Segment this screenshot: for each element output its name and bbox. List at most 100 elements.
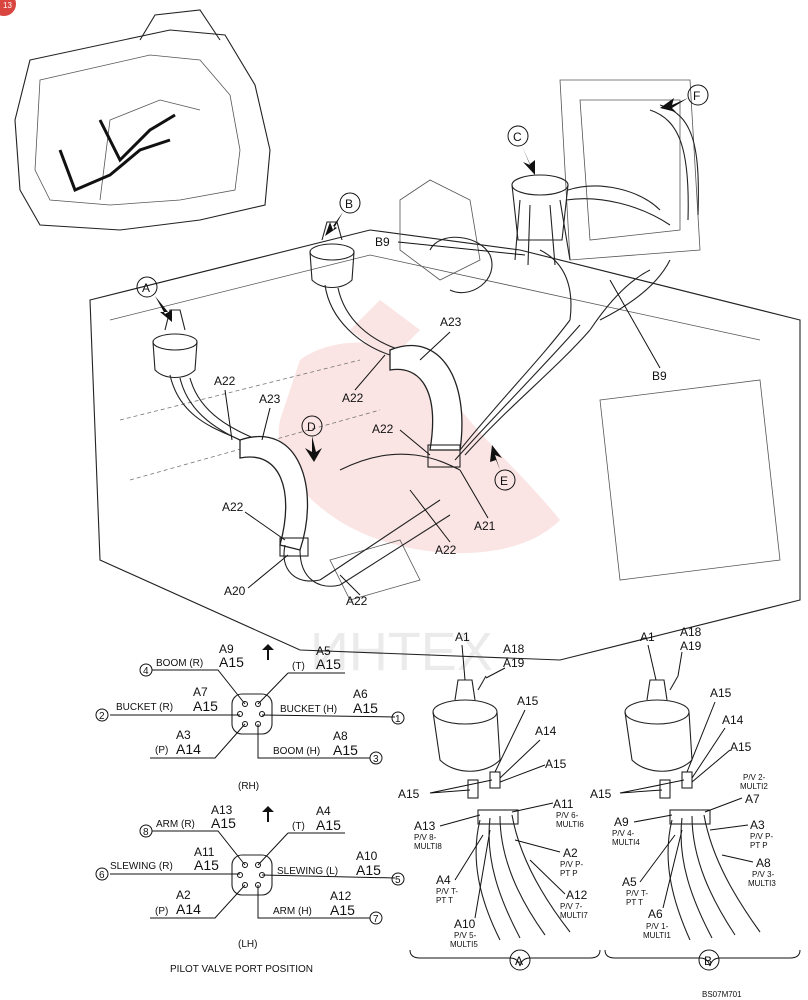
rh-port-code1-2: A7: [193, 685, 208, 699]
callout-f: F: [660, 84, 709, 112]
db-a15-1: A15: [710, 686, 732, 700]
lh-port-name-5: ARM (H): [273, 906, 312, 917]
pilot-valve-left: [152, 309, 259, 446]
db-a5-sub1: P/V T-: [626, 889, 648, 898]
lh-port-code1-3: A10: [356, 849, 378, 863]
label-b9-top: B9: [375, 235, 390, 249]
da-a13-sub2: MULTI8: [414, 842, 442, 851]
lh-port-name-2: SLEWING (R): [110, 861, 173, 872]
db-a9-sub1: P/V 4-: [612, 829, 635, 838]
rh-port-code2-1: A15: [316, 656, 341, 672]
db-a5: A5: [622, 875, 637, 889]
rh-port-name-4: (P): [155, 745, 168, 756]
control-manifold: [511, 174, 671, 266]
db-a6-sub2: MULTI1: [643, 931, 671, 940]
da-a18: A18: [503, 642, 525, 656]
da-a10-sub1: P/V 5-: [454, 931, 477, 940]
db-a9: A9: [614, 815, 629, 829]
da-a15-1: A15: [517, 694, 539, 708]
da-a13: A13: [414, 819, 436, 833]
lh-port-code1-4: A2: [176, 888, 191, 902]
lh-port-code1-1: A4: [316, 804, 331, 818]
lh-port-num-5: 7: [373, 914, 379, 925]
rh-port-code2-0: A15: [219, 654, 244, 670]
rh-port-code1-3: A6: [353, 687, 368, 701]
db-a5-sub2: PT T: [626, 898, 643, 907]
lh-port-code2-5: A15: [330, 902, 355, 918]
da-a11-sub2: MULTI6: [556, 820, 584, 829]
label-a22-6: A22: [435, 543, 457, 557]
corner-badge-text: 13: [3, 1, 12, 10]
rh-port-code1-1: A5: [316, 644, 331, 658]
db-a3: A3: [750, 818, 765, 832]
callout-a-text: A: [142, 281, 150, 295]
da-a10-sub2: MULTI5: [450, 940, 478, 949]
rh-port-code2-2: A15: [193, 698, 218, 714]
hose-bundle-left: [239, 435, 451, 587]
db-a18: A18: [680, 625, 702, 639]
da-a4-sub2: PT T: [436, 896, 453, 905]
port-position-title: PILOT VALVE PORT POSITION: [170, 964, 313, 975]
da-a4-sub1: P/V T-: [436, 887, 458, 896]
da-a4: A4: [436, 873, 451, 887]
lh-port-code1-5: A12: [330, 889, 352, 903]
db-a6-sub1: P/V 1-: [646, 922, 669, 931]
lh-caption: (LH): [238, 939, 257, 950]
lh-port-code2-4: A14: [176, 901, 201, 917]
lh-port-num-3: 5: [395, 875, 401, 886]
da-a10: A10: [454, 917, 476, 931]
rh-port-code2-5: A15: [333, 742, 358, 758]
callout-d-text: D: [307, 420, 316, 434]
callout-f-text: F: [693, 89, 700, 103]
db-a15-left: A15: [590, 787, 612, 801]
lh-port-code2-3: A15: [356, 862, 381, 878]
db-a6: A6: [648, 907, 663, 921]
port-diagram-lh: 8 6 5 7 ARM (R) A13 A15 (T) A4 A15 SLEWI…: [95, 803, 405, 950]
rh-port-code2-3: A15: [353, 700, 378, 716]
da-a1: A1: [455, 630, 470, 644]
rh-port-code1-4: A3: [176, 728, 191, 742]
da-a15-2: A15: [545, 757, 567, 771]
da-a14: A14: [535, 724, 557, 738]
db-a3-sub2: PT P: [750, 841, 768, 850]
db-a3-sub1: P/V P-: [750, 832, 773, 841]
da-a15-left: A15: [398, 787, 420, 801]
da-a2-sub1: P/V P-: [560, 860, 583, 869]
rh-port-num-2: 2: [99, 711, 105, 722]
callout-c: C: [507, 125, 535, 175]
da-a2-sub2: PT P: [560, 869, 578, 878]
lh-port-name-1: (T): [292, 821, 305, 832]
da-a12: A12: [566, 888, 588, 902]
label-a21: A21: [474, 519, 496, 533]
da-a13-sub1: P/V 8-: [414, 833, 437, 842]
rh-port-num-5: 3: [373, 754, 379, 765]
rh-port-name-3: BUCKET (H): [280, 704, 337, 715]
lh-port-name-0: ARM (R): [156, 819, 195, 830]
rh-port-code2-4: A14: [176, 741, 201, 757]
lh-port-name-4: (P): [155, 906, 168, 917]
label-a22-5: A22: [372, 422, 394, 436]
rh-port-name-0: BOOM (R): [156, 658, 203, 669]
callout-e: E: [490, 445, 516, 491]
lh-port-code2-1: A15: [316, 817, 341, 833]
db-a15-2: A15: [730, 740, 752, 754]
da-a11: A11: [553, 797, 574, 811]
db-a8-sub1: P/V 3-: [752, 870, 775, 879]
main-part-labels: A22 A23 A22 A20 A22 A22 A23 A22 A22 A21 …: [214, 235, 667, 608]
label-b9-right: B9: [652, 369, 667, 383]
lh-port-code1-0: A13: [211, 803, 233, 817]
db-a7: A7: [745, 792, 760, 806]
da-a19: A19: [503, 656, 525, 670]
detail-b: B A1 A18 A19 A15 A14 A15 A15 P/V 2- MULT…: [590, 625, 801, 971]
rh-port-num-0: 4: [143, 666, 149, 677]
callout-b-text: B: [345, 197, 353, 211]
figure-code: BS07M701: [702, 990, 742, 999]
detail-a: A A1 A18 A19 A15 A14 A15 A15 A11 P/V 6- …: [398, 630, 601, 971]
detail-a-callout: A: [515, 954, 523, 968]
lh-port-code2-0: A15: [211, 815, 236, 831]
port-diagram-rh: 4 2 1 3 BOOM (R) A9 A15 (T) A5 A15 BUCKE…: [95, 642, 405, 792]
rh-port-code1-5: A8: [333, 729, 348, 743]
label-a22-3: A22: [346, 594, 368, 608]
rh-port-name-1: (T): [292, 661, 305, 672]
